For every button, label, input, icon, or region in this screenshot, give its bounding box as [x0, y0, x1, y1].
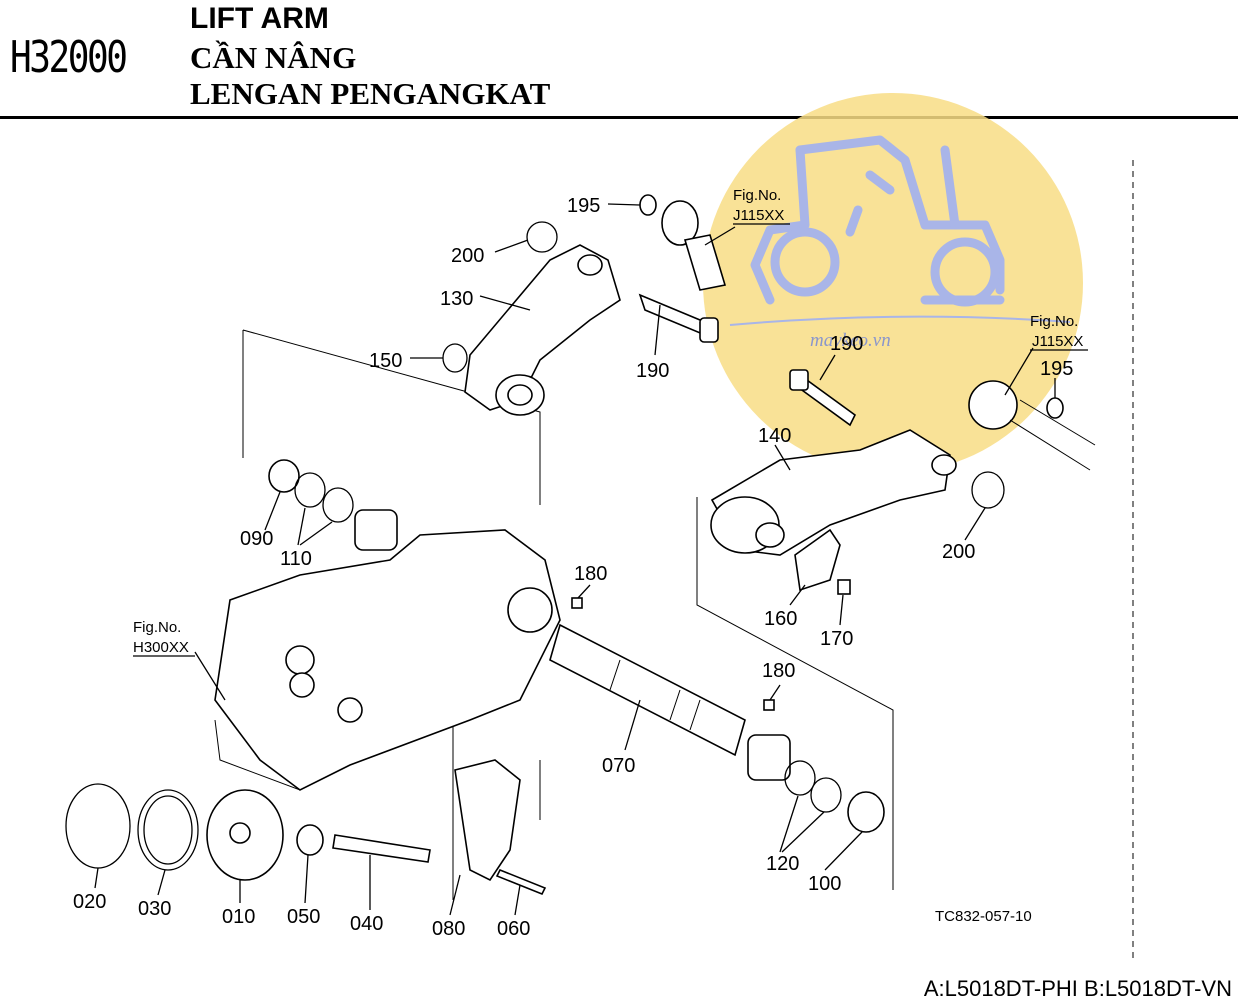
grease-nipple-180-a: [571, 597, 583, 609]
o-ring-110-a: [294, 472, 326, 508]
part-labels: 195 200 130 150 190 190 195 140 200 090 …: [73, 187, 1088, 940]
label-020: 020: [73, 891, 106, 913]
grease-nipple-180-b: [763, 699, 775, 711]
title-indonesian: LENGAN PENGANGKAT: [190, 76, 551, 111]
label-120: 120: [766, 853, 799, 875]
o-ring-120-a: [784, 760, 816, 796]
model-footer: A:L5018DT-PHI B:L5018DT-VN: [923, 976, 1232, 1001]
washer-195-right: [1046, 397, 1064, 419]
pin-190-right-head: [789, 369, 809, 391]
label-090: 090: [240, 528, 273, 550]
bushing-left: [354, 509, 398, 551]
label-200-top: 200: [451, 245, 484, 267]
o-ring-120-b: [810, 777, 842, 813]
fig-ref-h300-code: H300XX: [133, 639, 189, 656]
label-010: 010: [222, 906, 255, 928]
title-vietnamese: CẦN NÂNG: [190, 40, 357, 75]
bush-090: [268, 459, 300, 493]
label-030: 030: [138, 898, 171, 920]
hydraulic-housing: [214, 529, 561, 791]
ring-030: [137, 789, 199, 871]
part-group-code: H32000: [10, 32, 128, 83]
pin-190-left-head: [699, 317, 719, 343]
label-170: 170: [820, 628, 853, 650]
label-195-right: 195: [1040, 358, 1073, 380]
label-195-top: 195: [567, 195, 600, 217]
label-180-top: 180: [574, 563, 607, 585]
pin-190-left: [638, 293, 707, 337]
o-ring-020: [65, 783, 131, 869]
label-190-right: 190: [830, 333, 863, 355]
shaft-070: [549, 623, 746, 757]
label-040: 040: [350, 913, 383, 935]
fig-ref-j115-right-code: J115XX: [1032, 333, 1083, 350]
watermark: maykeo.vn: [703, 93, 1083, 473]
header-divider: [0, 116, 1238, 119]
ball-joint-top: [661, 200, 699, 246]
label-200-right: 200: [942, 541, 975, 563]
label-050: 050: [287, 906, 320, 928]
title-english: LIFT ARM: [190, 2, 329, 35]
bushing-right: [747, 734, 791, 781]
label-110: 110: [280, 548, 312, 570]
ring-200-top: [526, 221, 558, 253]
label-190-left: 190: [636, 360, 669, 382]
bush-100: [847, 791, 885, 833]
lift-arm-130: [464, 244, 621, 416]
label-150: 150: [369, 350, 402, 372]
fig-ref-h300-label: Fig.No.: [133, 619, 181, 636]
label-160: 160: [764, 608, 797, 630]
bolt-170: [837, 579, 851, 595]
threaded-rod-top: [683, 234, 727, 291]
pin-060: [495, 868, 547, 896]
arm-080: [454, 759, 521, 882]
o-ring-110-b: [322, 487, 354, 523]
rod-040: [332, 834, 431, 863]
label-100: 100: [808, 873, 841, 895]
label-070: 070: [602, 755, 635, 777]
fig-ref-j115-top-code: J115XX: [733, 207, 784, 224]
watermark-text: maykeo.vn: [810, 330, 891, 351]
seal-050: [296, 824, 324, 856]
drawing-code: TC832-057-10: [935, 908, 1032, 925]
label-180-bottom: 180: [762, 660, 795, 682]
ball-joint-right: [968, 380, 1018, 430]
snap-ring-150: [442, 343, 468, 373]
fig-ref-j115-right-label: Fig.No.: [1030, 313, 1078, 330]
label-080: 080: [432, 918, 465, 940]
fig-ref-j115-top-label: Fig.No.: [733, 187, 781, 204]
lift-arm-140: [710, 429, 957, 556]
plate-160: [794, 528, 841, 592]
label-140: 140: [758, 425, 791, 447]
label-130: 130: [440, 288, 473, 310]
label-060: 060: [497, 918, 530, 940]
ring-200-right: [971, 471, 1005, 509]
washer-195-top: [639, 194, 657, 216]
tractor-icon: [750, 135, 1005, 307]
